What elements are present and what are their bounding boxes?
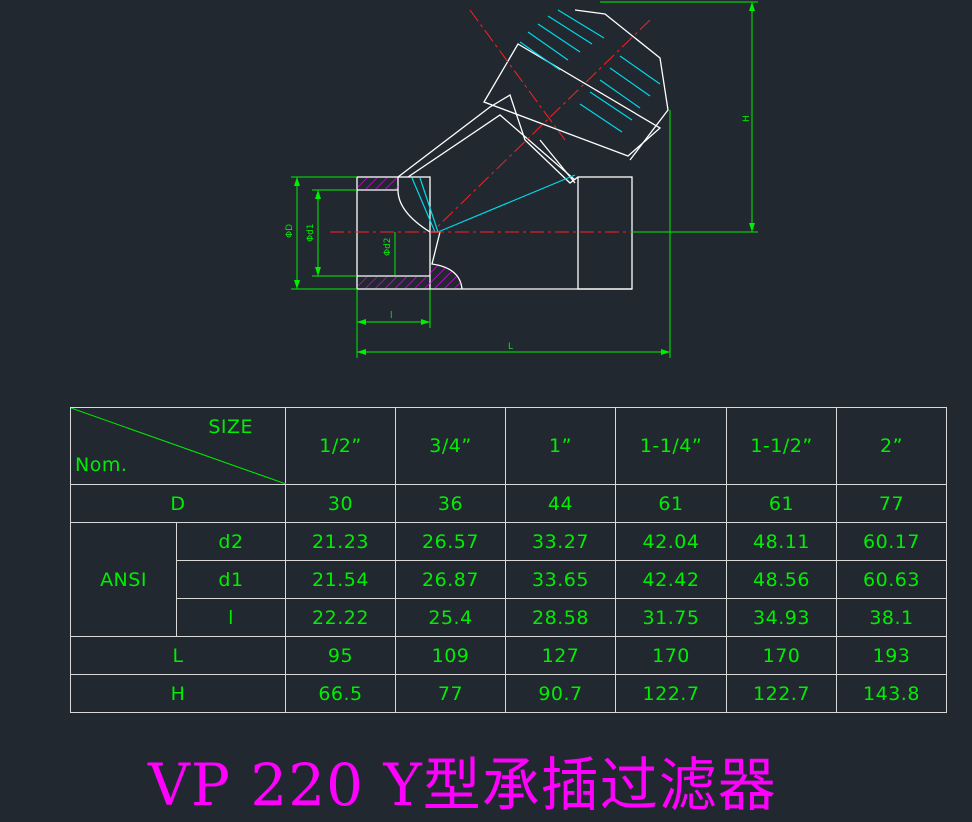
corner-nom-label: Nom. <box>75 454 128 476</box>
table-cell: 170 <box>615 636 727 675</box>
table-row: ANSI d2 21.23 26.57 33.27 42.04 48.11 60… <box>70 522 947 637</box>
row-label: l <box>176 598 286 637</box>
table-cell: 60.63 <box>836 560 947 599</box>
table-cell: 34.93 <box>726 598 837 637</box>
table-row: l 22.22 25.4 28.58 31.75 34.93 38.1 <box>71 598 947 637</box>
y-branch-inner <box>407 114 576 181</box>
table-cell: 170 <box>726 636 837 675</box>
label-dim-D: ΦD <box>285 224 295 238</box>
table-cell: 122.7 <box>726 674 837 713</box>
row-label: d2 <box>176 522 286 561</box>
table-header-row: SIZE Nom. 1/2” 3/4” 1” 1-1/4” 1-1/2” 2” <box>70 407 947 485</box>
table-row: L 95 109 127 170 170 193 <box>70 636 947 675</box>
branch-body <box>397 177 463 290</box>
size-header: 1/2” <box>285 407 396 485</box>
table-cell: 90.7 <box>505 674 616 713</box>
row-label: D <box>70 484 286 523</box>
table-corner-cell: SIZE Nom. <box>70 407 286 485</box>
inlet-socket <box>356 176 431 290</box>
spec-table: SIZE Nom. 1/2” 3/4” 1” 1-1/4” 1-1/2” 2” … <box>70 407 947 713</box>
table-cell: 127 <box>505 636 616 675</box>
table-row: H 66.5 77 90.7 122.7 122.7 143.8 <box>70 674 947 713</box>
label-dim-H: H <box>742 115 752 122</box>
table-cell: 48.56 <box>726 560 837 599</box>
table-cell: 42.04 <box>615 522 727 561</box>
outlet-pipe <box>577 176 633 290</box>
table-cell: 77 <box>836 484 947 523</box>
table-row: D 30 36 44 61 61 77 <box>70 484 947 523</box>
dimension-arrows <box>294 2 755 355</box>
hatch-top <box>358 178 398 189</box>
corner-size-label: SIZE <box>208 416 253 438</box>
size-header: 1” <box>505 407 616 485</box>
label-dim-l: l <box>390 311 393 321</box>
size-header: 1-1/2” <box>726 407 837 485</box>
y-strainer-drawing: ΦD Φd1 Φd2 l L H <box>285 1 758 358</box>
body-outline <box>356 9 669 290</box>
size-header: 3/4” <box>395 407 506 485</box>
row-label: H <box>70 674 286 713</box>
table-cell: 122.7 <box>615 674 727 713</box>
table-cell: 26.87 <box>395 560 506 599</box>
table-cell: 33.65 <box>505 560 616 599</box>
centerlines <box>330 9 655 233</box>
table-cell: 61 <box>726 484 837 523</box>
table-cell: 36 <box>395 484 506 523</box>
size-header: 1-1/4” <box>615 407 727 485</box>
table-cell: 61 <box>615 484 727 523</box>
table-cell: 22.22 <box>285 598 396 637</box>
page-title: VP 220 Y型承插过滤器 <box>148 751 777 819</box>
table-cell: 28.58 <box>505 598 616 637</box>
table-cell: 33.27 <box>505 522 616 561</box>
dimension-labels: ΦD Φd1 Φd2 l L H <box>285 115 752 352</box>
table-cell: 26.57 <box>395 522 506 561</box>
y-branch-wall <box>397 94 579 184</box>
table-cell: 95 <box>285 636 396 675</box>
label-dim-d1: Φd1 <box>306 223 316 242</box>
table-cell: 109 <box>395 636 506 675</box>
table-cell: 143.8 <box>836 674 947 713</box>
table-cell: 66.5 <box>285 674 396 713</box>
table-row: d1 21.54 26.87 33.65 42.42 48.56 60.63 <box>71 560 947 599</box>
standard-label: ANSI <box>70 522 177 637</box>
hatch-bottom <box>358 277 430 288</box>
table-cell: 48.11 <box>726 522 837 561</box>
table-cell: 193 <box>836 636 947 675</box>
row-label: L <box>70 636 286 675</box>
cap-top <box>574 9 669 161</box>
filter-screen <box>411 9 661 233</box>
table-cell: 31.75 <box>615 598 727 637</box>
hatch-bottom-curve <box>430 264 462 288</box>
label-dim-d2: Φd2 <box>383 237 393 256</box>
dimensions <box>291 1 758 358</box>
table-cell: 44 <box>505 484 616 523</box>
label-dim-L: L <box>508 342 513 352</box>
corner-diagonal <box>71 408 286 484</box>
cap-edge <box>539 139 576 184</box>
size-header: 2” <box>836 407 947 485</box>
cap-nut <box>483 43 662 157</box>
table-cell: 60.17 <box>836 522 947 561</box>
table-cell: 21.54 <box>285 560 396 599</box>
table-cell: 21.23 <box>285 522 396 561</box>
table-cell: 38.1 <box>836 598 947 637</box>
table-cell: 25.4 <box>395 598 506 637</box>
table-cell: 42.42 <box>615 560 727 599</box>
table-cell: 30 <box>285 484 396 523</box>
table-cell: 77 <box>395 674 506 713</box>
row-label: d1 <box>176 560 286 599</box>
